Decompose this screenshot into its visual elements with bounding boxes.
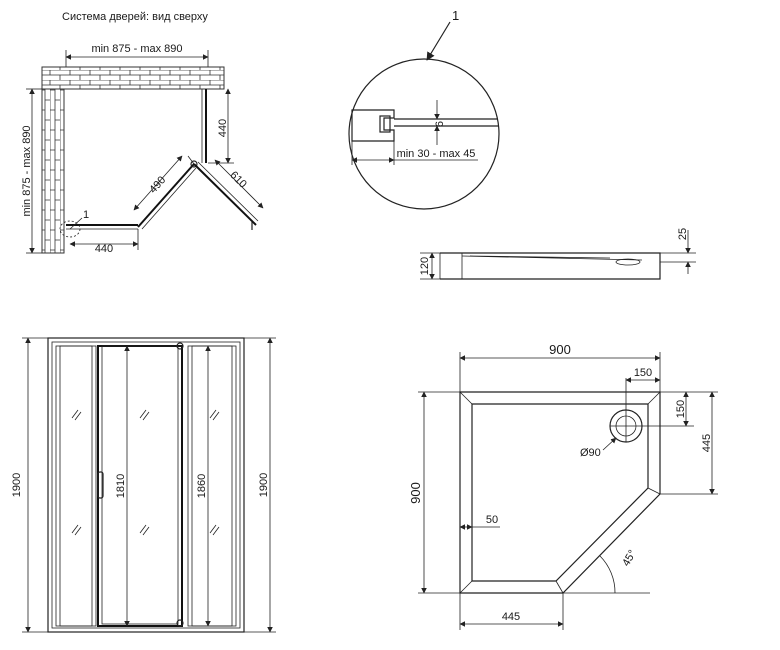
door-height: 1810 <box>115 474 127 498</box>
tray-profile-view: 25 120 <box>419 228 696 280</box>
tray-rim-height: 25 <box>677 228 689 240</box>
plan-width-range: min 875 - max 890 <box>91 43 182 55</box>
diagonal-panel-dimension: 490 <box>147 174 168 196</box>
rim-width: 50 <box>486 514 498 526</box>
door-handle <box>97 471 104 499</box>
wall-top-bricks <box>41 66 225 90</box>
front-height-left: 1900 <box>11 473 23 497</box>
caption: Система дверей: вид сверху <box>62 11 208 23</box>
detail-callout-number: 1 <box>452 8 459 23</box>
panel-height: 1860 <box>196 474 208 498</box>
bottom-panel-dimension: 440 <box>95 243 113 255</box>
angle: 45° <box>620 548 639 568</box>
front-height-right: 1900 <box>258 473 270 497</box>
tray-top-view: 900 900 Ø90 150 150 445 <box>408 342 718 630</box>
tray-height: 120 <box>419 257 431 275</box>
bottom-width: 445 <box>502 611 520 623</box>
drain-diameter: Ø90 <box>580 447 601 459</box>
detail-adjust-range: min 30 - max 45 <box>397 148 476 160</box>
drain-offset-y: 150 <box>675 400 687 418</box>
plan-depth-range: min 875 - max 890 <box>21 125 33 216</box>
plan-view: min 875 - max 890 min 875 - max 890 440 … <box>21 43 264 255</box>
side-panel-dimension: 440 <box>217 119 229 137</box>
tray-depth: 900 <box>408 482 423 504</box>
drain-offset-x: 150 <box>634 367 652 379</box>
wall-left-bricks <box>41 88 65 254</box>
door-opening-dimension: 610 <box>227 169 248 190</box>
tray-width: 900 <box>549 342 571 357</box>
detail-view: 1 6 min 30 - max 45 <box>348 8 500 210</box>
front-view: 1900 1900 1810 1860 <box>11 337 276 633</box>
side-depth: 445 <box>701 434 713 452</box>
detail-thickness: 6 <box>434 121 446 127</box>
plan-callout-label: 1 <box>83 209 89 221</box>
